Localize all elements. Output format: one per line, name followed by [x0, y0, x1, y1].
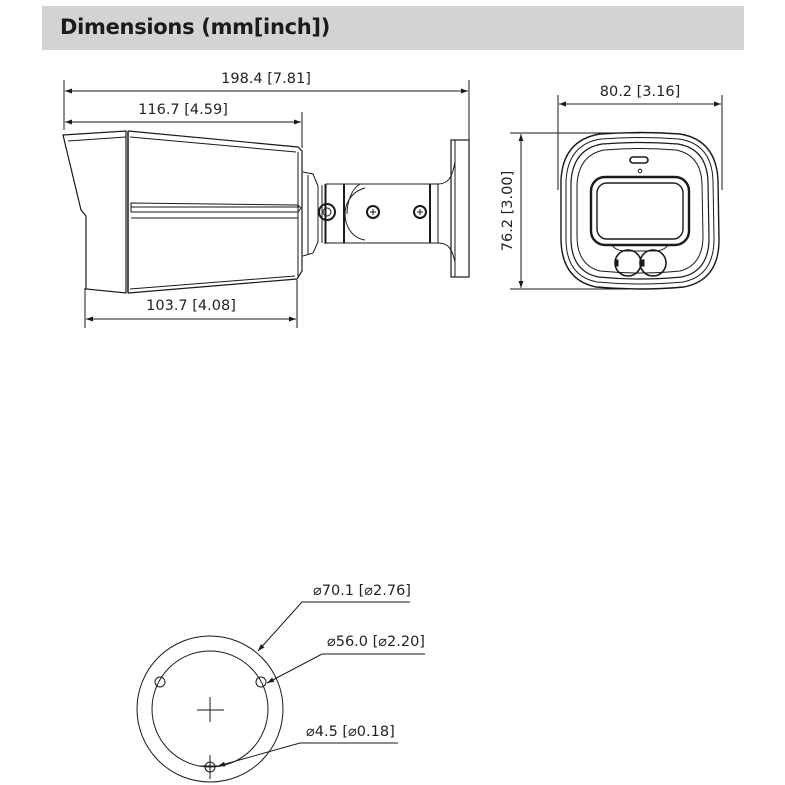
lens-window-inner [596, 182, 684, 240]
housing-length-label: 116.7 [4.59] [138, 102, 228, 118]
outer-diameter-label: ⌀70.1 [⌀2.76] [313, 583, 411, 599]
indicator-dot [637, 168, 643, 174]
neck-outline [302, 171, 319, 257]
hole-diameter-label: ⌀4.5 [⌀0.18] [306, 724, 395, 740]
mount-base-view [136, 601, 425, 783]
hole-diameter-leader [217, 742, 398, 767]
mount-flare-bottom [437, 242, 456, 277]
microphone-slot [629, 156, 649, 164]
section-title: Dimensions (mm[inch]) [60, 15, 330, 39]
outer-diameter-leader [257, 601, 410, 652]
lens-window-outer [589, 175, 691, 247]
camera-body-outline [127, 130, 303, 294]
mount-flare-top [437, 140, 456, 185]
overall-length-label: 198.4 [7.81] [221, 71, 311, 87]
sunshield-outline [62, 130, 127, 294]
bracket-arm [325, 183, 439, 244]
mount-base-plate [450, 139, 470, 278]
hole-circle-diameter-label: ⌀56.0 [⌀2.20] [327, 634, 425, 650]
height-label: 76.2 [3.00] [500, 171, 516, 252]
screw-3 [413, 205, 427, 219]
screw-1 [318, 203, 336, 221]
section-header: Dimensions (mm[inch]) [42, 6, 744, 50]
sensor-left [614, 249, 642, 277]
sensor-right [639, 249, 667, 277]
mount-hole-right [255, 676, 267, 688]
hole-circle-leader [266, 653, 425, 684]
front-housing-outer [560, 131, 720, 290]
front-view [510, 95, 723, 290]
mount-hole-left [154, 676, 166, 688]
outer-base-circle [136, 635, 284, 783]
screw-2 [366, 205, 380, 219]
side-view [62, 80, 470, 328]
width-label: 80.2 [3.16] [600, 84, 681, 100]
body-length-label: 103.7 [4.08] [146, 298, 236, 314]
